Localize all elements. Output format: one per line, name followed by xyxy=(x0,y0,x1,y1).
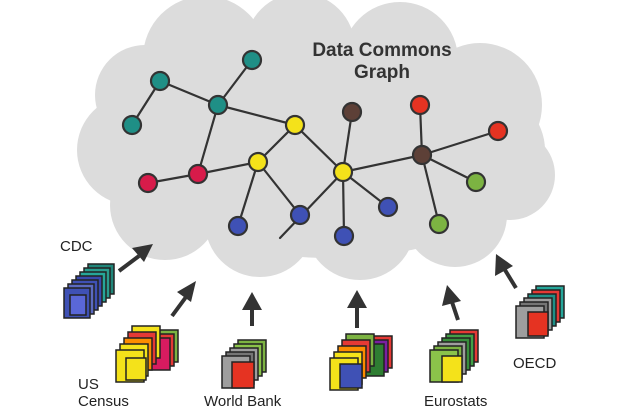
graph-node-teal xyxy=(207,94,229,116)
graph-edge xyxy=(196,103,220,176)
arrow-us-census-icon xyxy=(170,281,196,318)
graph-edge xyxy=(420,129,500,157)
graph-node-red xyxy=(409,94,431,116)
graph-node-teal xyxy=(149,70,171,92)
graph-title-line-1: Data Commons xyxy=(312,40,451,61)
graph-edge xyxy=(341,153,424,174)
graph-node-red xyxy=(487,120,509,142)
graph-node-blue xyxy=(227,215,249,237)
source-arrows xyxy=(117,244,518,328)
arrow-oecd-icon xyxy=(495,254,518,290)
arrow-eurostats-icon xyxy=(442,285,461,321)
graph-edge xyxy=(341,170,346,238)
graph-edge xyxy=(158,79,220,107)
arrow-world-bank-icon xyxy=(242,292,262,326)
source-label-eurostats: Eurostats xyxy=(424,393,488,410)
graph-node-brown xyxy=(411,144,433,166)
graph-node-blue xyxy=(289,204,311,226)
oecd-dataset-stack-icon xyxy=(515,285,565,339)
eurostats-dataset-stack-icon xyxy=(429,329,479,383)
source-label-oecd: OECD xyxy=(513,355,557,372)
graph-edge xyxy=(293,123,345,174)
graph-edge xyxy=(236,160,260,228)
graph-title-line-2: Graph xyxy=(354,62,410,83)
world-bank-dataset-stack-icon xyxy=(221,339,267,389)
source-label-cdc: CDC xyxy=(60,238,93,255)
us-census-dataset-stack-icon xyxy=(115,325,179,383)
graph-edge xyxy=(420,153,441,226)
graph-node-crimson xyxy=(137,172,159,194)
graph-edge xyxy=(256,160,302,217)
graph-node-yellow xyxy=(332,161,354,183)
graph-nodes xyxy=(121,49,509,247)
graph-node-blue xyxy=(377,196,399,218)
graph-node-crimson xyxy=(187,163,209,185)
graph-node-teal xyxy=(241,49,263,71)
graph-node-teal xyxy=(121,114,143,136)
graph-node-green xyxy=(428,213,450,235)
source-label-us-census-line-1: US xyxy=(78,376,99,393)
graph-node-yellow xyxy=(284,114,306,136)
source-label-us-census-line-2: Census xyxy=(78,393,129,410)
source-label-world-bank: World Bank xyxy=(204,393,282,410)
arrow-cdc-icon xyxy=(117,244,153,273)
graph-node-yellow xyxy=(247,151,269,173)
graph-edge xyxy=(216,103,297,127)
arrow-graph-center-icon xyxy=(347,290,367,328)
graph-edge xyxy=(196,160,260,176)
graph-node-brown xyxy=(341,101,363,123)
graph-edge xyxy=(341,110,354,174)
graph-center-dataset-stack-icon xyxy=(329,333,393,391)
graph-edge xyxy=(278,170,345,240)
cdc-dataset-stack-icon xyxy=(63,263,115,319)
graph-node-green xyxy=(465,171,487,193)
graph-node-blue xyxy=(333,225,355,247)
